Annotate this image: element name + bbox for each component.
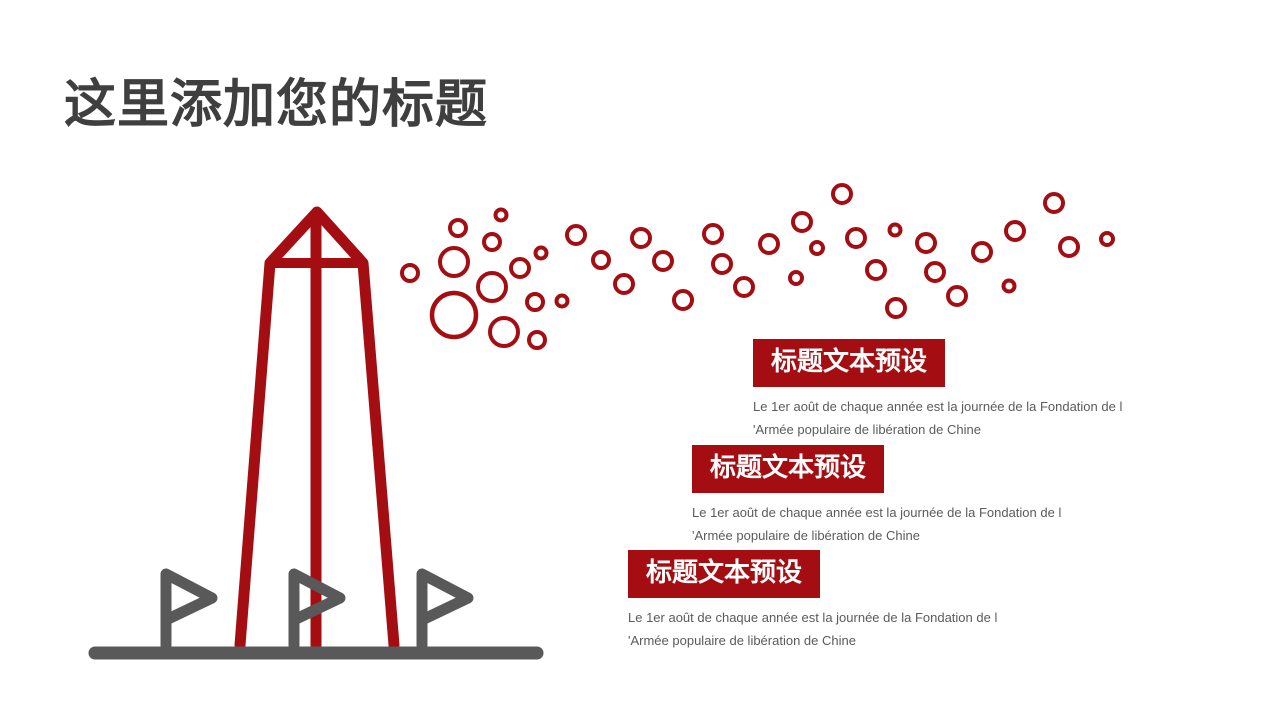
item-description-line: Le 1er août de chaque année est la journ… [628, 610, 998, 626]
feature-item: 标题文本预设 Le 1er août de chaque année est l… [753, 339, 1193, 441]
feature-item: 标题文本预设 Le 1er août de chaque année est l… [628, 550, 1068, 652]
item-description-line: 'Armée populaire de libération de Chine [628, 633, 856, 649]
page-title: 这里添加您的标题 [64, 75, 489, 135]
flag-icon [160, 568, 474, 651]
bubbles-decoration [400, 183, 1115, 350]
item-description: Le 1er août de chaque année est la journ… [753, 395, 1193, 441]
item-description-line: 'Armée populaire de libération de Chine [753, 422, 981, 438]
item-description-line: Le 1er août de chaque année est la journ… [692, 505, 1062, 521]
item-description-line: Le 1er août de chaque année est la journ… [753, 399, 1123, 415]
item-description-line: 'Armée populaire de libération de Chine [692, 528, 920, 544]
item-heading: 标题文本预设 [753, 339, 946, 388]
item-description: Le 1er août de chaque année est la journ… [692, 501, 1132, 547]
monument-icon [234, 206, 400, 651]
item-description: Le 1er août de chaque année est la journ… [628, 606, 1068, 652]
feature-item: 标题文本预设 Le 1er août de chaque année est l… [692, 445, 1132, 547]
item-heading: 标题文本预设 [692, 445, 885, 494]
item-heading: 标题文本预设 [628, 550, 821, 599]
